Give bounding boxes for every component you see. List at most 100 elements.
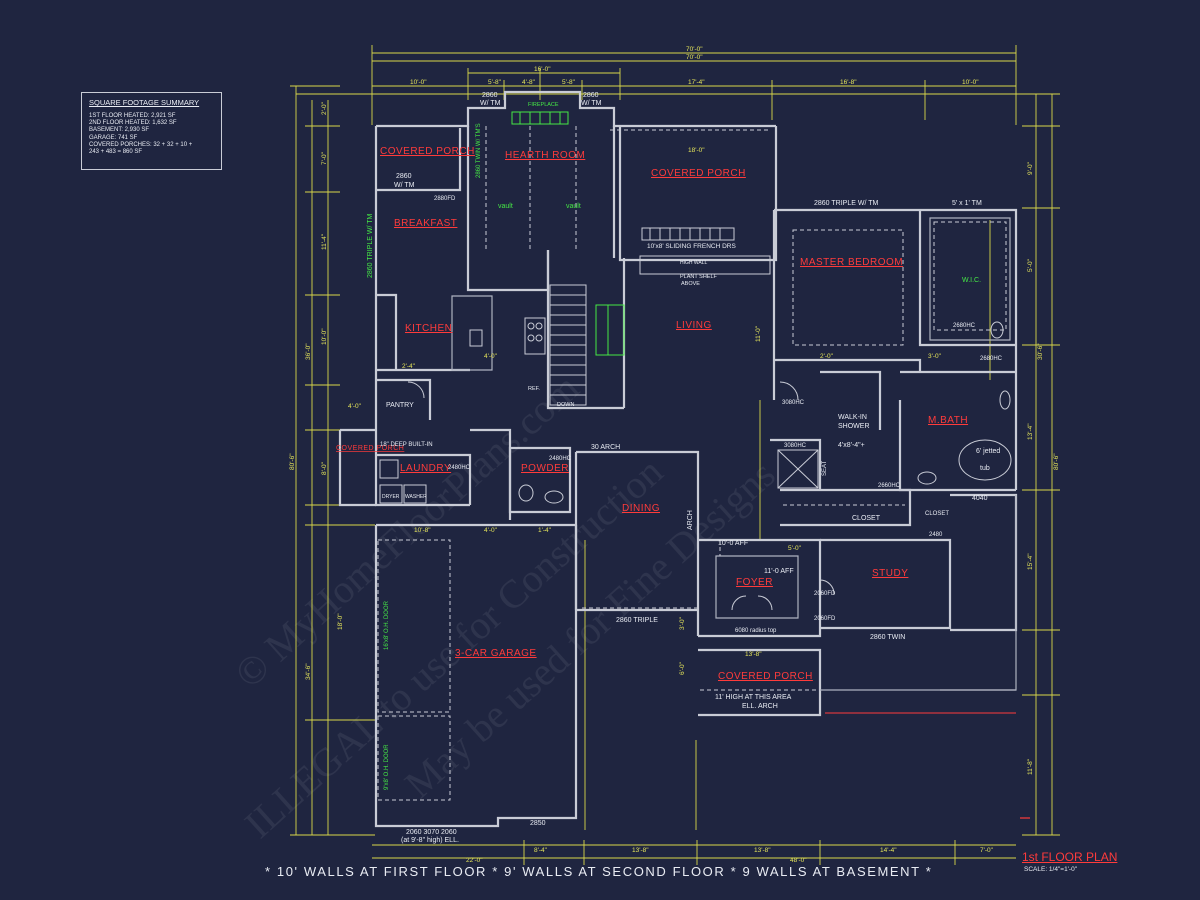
dim-misc-2: 3'-0" [928, 353, 942, 360]
label-5x1: 5' x 1' TM [952, 200, 982, 207]
summary-line: 2ND FLOOR HEATED: 1,632 SF [89, 120, 177, 127]
room-hearth-room: HEARTH ROOM [505, 150, 585, 161]
label-down: DOWN [557, 402, 574, 408]
summary-line: COVERED PORCHES: 32 + 32 + 10 + [89, 141, 193, 148]
dim-left-11: 11'-4" [321, 233, 328, 250]
dim-top-16: 16'-0" [534, 66, 551, 73]
label-3080hc-1: 3080HC [782, 400, 805, 406]
dim-right-11: 11'-8" [1027, 758, 1034, 775]
label-high-wall: HIGH WALL [680, 260, 708, 266]
label-2660hc: 2660HC [878, 483, 901, 489]
dim-top-e: 17'-4" [688, 79, 705, 86]
label-walkin: WALK-IN [838, 414, 867, 421]
room-living: LIVING [676, 320, 712, 331]
label-6080: 6080 radius top [735, 628, 777, 634]
dim-left-10: 10'-0" [321, 328, 328, 345]
dim-bot-a: 22'-0" [466, 857, 483, 864]
dim-bot-f: 48'-0" [790, 857, 807, 864]
label-10-aff: 10'-0 AFF [718, 540, 748, 547]
label-jetted: 6' jetted [976, 448, 1000, 455]
label-11-high: 11' HIGH AT THIS AREA [715, 694, 792, 701]
label-2680hc-wc: 2680HC [980, 356, 1003, 362]
plan-scale: SCALE: 1/4"=1'-0" [1024, 866, 1078, 873]
dim-left-garage: 34'-6" [305, 663, 312, 680]
dim-porch-18: 18'-0" [688, 147, 705, 154]
label-ell-arch: ELL. ARCH [742, 703, 778, 710]
label-arch-side: ARCH [687, 510, 694, 530]
label-triple-dining: 2860 TRIPLE [616, 617, 658, 624]
label-window-bk2: W/ TM [394, 182, 415, 189]
summary-line: 243 + 483 = 860 SF [89, 149, 143, 156]
label-2060fd-2: 2060FD [814, 616, 836, 622]
label-sliding: 10'x8' SLIDING FRENCH DRS [647, 243, 736, 250]
watermark: © MyHomeFloorPlans.com ILLEGAL to use fo… [226, 365, 784, 847]
walls [338, 90, 1018, 828]
label-seat: SEAT [822, 460, 828, 476]
room-kitchen: KITCHEN [405, 323, 452, 334]
dimension-text: 70'-0" 70'-0" 16'-0" 10'-0" 5'-8" 4'-8" … [289, 46, 1060, 864]
label-garage-bottom2: (at 9'-8" high) ELL. [401, 837, 459, 844]
label-2060fd-1: 2060FD [814, 591, 836, 597]
label-2880fd: 2880FD [434, 196, 456, 202]
label-2680hc-wic: 2680HC [953, 323, 976, 329]
label-garage-door-2: 9'x8' O.H. DOOR [384, 744, 390, 790]
label-4040: 4040 [972, 495, 988, 502]
dim-bot-c: 13'-8" [632, 847, 649, 854]
dim-bot-b: 8'-4" [534, 847, 548, 854]
dim-right-5: 5'-0" [1027, 258, 1034, 272]
dim-gar-10: 10'-8" [414, 527, 431, 534]
dim-left-7: 7'-0" [321, 151, 328, 165]
square-footage-summary: SQUARE FOOTAGE SUMMARY 1ST FLOOR HEATED:… [81, 92, 222, 170]
dim-left-2: 2'-0" [321, 101, 328, 115]
room-laundry: LAUNDRY [400, 463, 451, 474]
wall-height-footnote: * 10' WALLS AT FIRST FLOOR * 9' WALLS AT… [265, 864, 933, 879]
label-tub: tub [980, 465, 990, 472]
label-closet-2: CLOSET [925, 511, 949, 517]
dim-left-18: 18'-0" [337, 613, 344, 630]
room-dining: DINING [622, 503, 660, 514]
dim-right-15: 15'-4" [1027, 553, 1034, 570]
dim-top-overall-2: 70'-0" [686, 54, 703, 61]
dim-top-b: 5'-8" [488, 79, 502, 86]
summary-line: GARAGE: 741 SF [89, 134, 138, 141]
dim-bot-g: 13'-8" [754, 847, 771, 854]
label-twin-study: 2860 TWIN [870, 634, 905, 641]
dim-top-a: 10'-0" [410, 79, 427, 86]
label-triple-master: 2860 TRIPLE W/ TM [814, 200, 878, 207]
dimension-lines [290, 45, 1060, 865]
summary-line: 1ST FLOOR HEATED: 2,921 SF [89, 113, 176, 119]
room-garage: 3-CAR GARAGE [455, 648, 537, 659]
label-garage-door-1: 16'x8' O.H. DOOR [384, 600, 390, 650]
room-covered-porch-1: COVERED PORCH [380, 146, 475, 157]
dim-right-9: 9'-0" [1027, 161, 1034, 175]
label-triple-side: 2860 TRIPLE W/ TM [367, 214, 374, 278]
dim-left-overall: 80'-6" [289, 453, 296, 470]
dim-left-8: 8'-0" [321, 461, 328, 475]
label-window-top1: 2860 [482, 92, 498, 99]
summary-title: SQUARE FOOTAGE SUMMARY [89, 98, 200, 107]
dim-left-mid: 36'-0" [305, 343, 312, 360]
label-garage-bottom: 2060 3070 2060 [406, 829, 457, 836]
dim-top-g: 10'-0" [962, 79, 979, 86]
dim-gar-4: 4'-0" [484, 527, 498, 534]
label-above: ABOVE [681, 281, 700, 287]
label-2480: 2480 [929, 532, 943, 538]
label-washer: WASHER [405, 494, 427, 500]
dim-misc-3: 6'-0" [679, 661, 686, 675]
dim-porch-13: 13'-8" [745, 651, 762, 658]
label-window-top2b: W/ TM [581, 100, 602, 107]
label-3080hc-2: 3080HC [784, 443, 807, 449]
dim-hall-4: 4'-0" [348, 403, 362, 410]
label-window-top2: 2860 [583, 92, 599, 99]
dim-bot-e: 7'-0" [980, 847, 994, 854]
label-11-aff: 11'-0 AFF [764, 568, 794, 575]
dim-top-overall: 70'-0" [686, 46, 703, 53]
plan-title: 1st FLOOR PLAN [1022, 850, 1118, 864]
room-covered-porch-4: COVERED PORCH [718, 671, 813, 682]
annotations: FIREPLACE 2860 W/ TM 2860 W/ TM 2860 W/ … [367, 92, 1003, 844]
dim-misc-1: 2'-0" [820, 353, 834, 360]
dim-study-5: 5'-0" [788, 545, 802, 552]
dim-top-f: 16'-8" [840, 79, 857, 86]
room-master-bedroom: MASTER BEDROOM [800, 257, 903, 268]
